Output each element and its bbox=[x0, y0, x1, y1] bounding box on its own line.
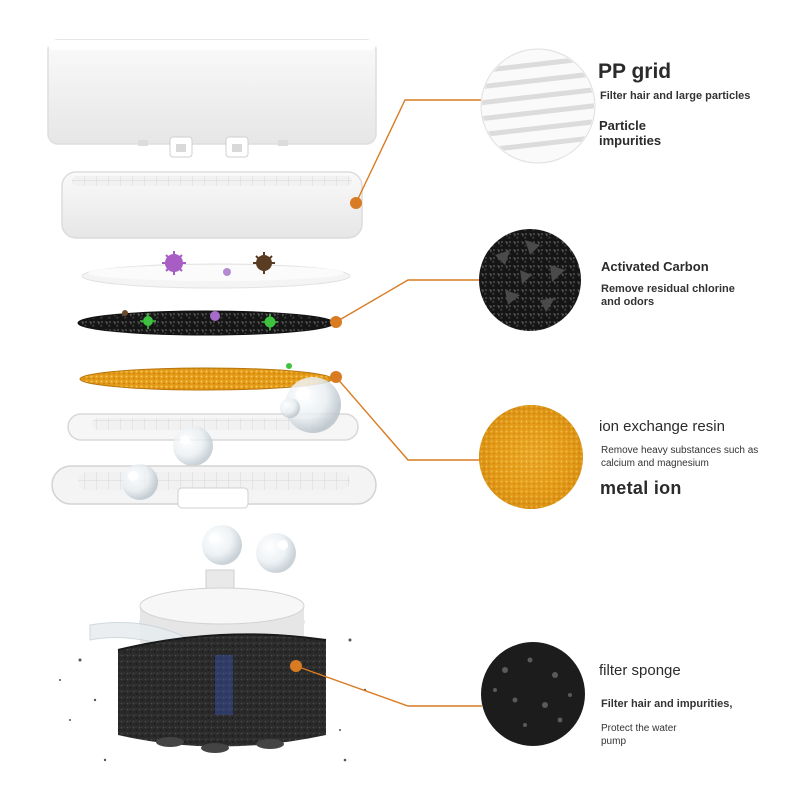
sponge-line2b: pump bbox=[601, 736, 627, 747]
carbon-desc-a: Remove residual chlorine bbox=[601, 283, 735, 295]
sponge-line2a: Protect the water bbox=[601, 723, 677, 734]
sponge-title: filter sponge bbox=[599, 662, 681, 679]
water-bubble-icon bbox=[122, 464, 158, 500]
carbon-title: Activated Carbon bbox=[601, 259, 709, 274]
resin-desc-a: Remove heavy substances such as bbox=[601, 445, 759, 456]
carbon-desc-b: and odors bbox=[601, 296, 655, 308]
water-bubble-icon bbox=[173, 377, 341, 466]
resin-title: ion exchange resin bbox=[599, 418, 725, 435]
resin-metal-ion: metal ion bbox=[600, 478, 682, 498]
resin-desc-b: calcium and magnesium bbox=[601, 458, 709, 469]
sponge-desc: Filter hair and impurities, bbox=[601, 698, 733, 710]
carbon-detail-circle bbox=[479, 229, 581, 331]
pp-grid-line2b: impurities bbox=[599, 133, 662, 148]
callout-dots bbox=[290, 197, 362, 672]
top-lid bbox=[47, 39, 377, 158]
pp-grid-line2a: Particle bbox=[599, 118, 646, 133]
pp-grid-desc: Filter hair and large particles bbox=[600, 90, 751, 102]
resin-detail-circle bbox=[479, 405, 583, 509]
sponge-detail-circle bbox=[481, 642, 585, 746]
filter-sponge-block bbox=[117, 633, 327, 753]
bottom-tray bbox=[51, 465, 377, 509]
purple-germ-icon bbox=[162, 251, 186, 275]
brown-germ-icon bbox=[253, 252, 275, 274]
debris-particles bbox=[59, 638, 367, 762]
pp-grid-detail-circle bbox=[480, 48, 596, 164]
green-germ-icon bbox=[262, 314, 278, 330]
middle-tray bbox=[67, 413, 359, 441]
fiber-pad bbox=[81, 251, 351, 289]
pp-grid-tray bbox=[61, 171, 363, 239]
green-germ-icon bbox=[140, 313, 156, 329]
carbon-pad bbox=[77, 310, 335, 336]
leader-lines bbox=[295, 99, 482, 707]
pp-grid-title: PP grid bbox=[598, 60, 672, 83]
